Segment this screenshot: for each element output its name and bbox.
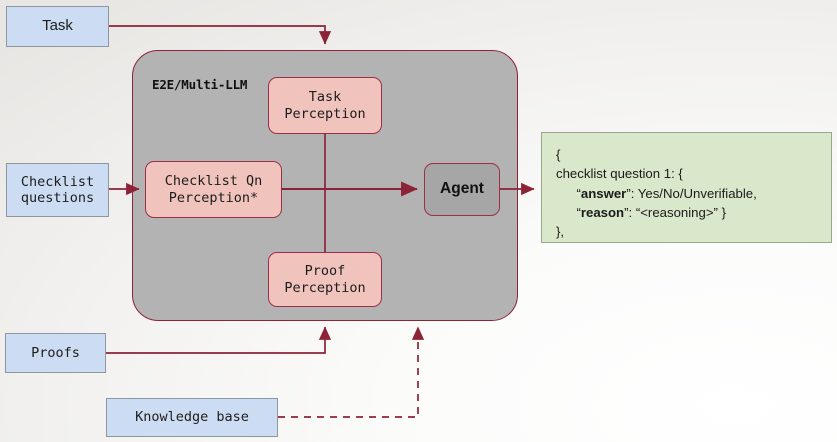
- container-label: E2E/Multi-LLM: [152, 77, 248, 92]
- output-key-answer: answer: [580, 185, 627, 201]
- input-checklist-questions-label: Checklist questions: [20, 173, 95, 206]
- module-proof-perception-label: Proof Perception: [284, 263, 366, 296]
- module-agent[interactable]: Agent: [424, 163, 500, 216]
- input-proofs-label: Proofs: [31, 344, 80, 361]
- input-task[interactable]: Task: [6, 6, 109, 47]
- output-line-5: },: [556, 224, 565, 240]
- module-agent-label: Agent: [440, 180, 484, 198]
- output-value-answer: ”: Yes/No/Unverifiable,: [626, 185, 757, 201]
- input-knowledge-base-label: Knowledge base: [135, 409, 249, 426]
- output-line-3: “answer”: Yes/No/Unverifiable,: [576, 185, 757, 201]
- module-task-perception-label: Task Perception: [284, 89, 366, 122]
- input-proofs[interactable]: Proofs: [5, 333, 106, 373]
- edge-proofs-to-container: [106, 326, 332, 354]
- module-task-perception[interactable]: Task Perception: [268, 77, 382, 134]
- edge-task-to-container: [109, 25, 332, 45]
- input-knowledge-base[interactable]: Knowledge base: [106, 398, 278, 437]
- output-key-reason: reason: [580, 204, 625, 220]
- output-line-4: “reason”: “<reasoning>” }: [576, 204, 727, 220]
- edge-knowledge-base-to-container: [278, 326, 425, 418]
- output-line-1: {: [556, 147, 561, 162]
- output-line-2: checklist question 1: {: [556, 166, 683, 182]
- module-proof-perception[interactable]: Proof Perception: [268, 252, 382, 307]
- input-checklist-questions[interactable]: Checklist questions: [6, 163, 109, 217]
- input-task-label: Task: [42, 17, 73, 35]
- output-value-reason: ”: “<reasoning>” }: [624, 204, 727, 220]
- output-json-box: { checklist question 1: { “answer”: Yes/…: [541, 132, 832, 243]
- module-checklist-qn-perception[interactable]: Checklist Qn Perception*: [145, 161, 282, 218]
- module-checklist-qn-perception-label: Checklist Qn Perception*: [164, 173, 263, 206]
